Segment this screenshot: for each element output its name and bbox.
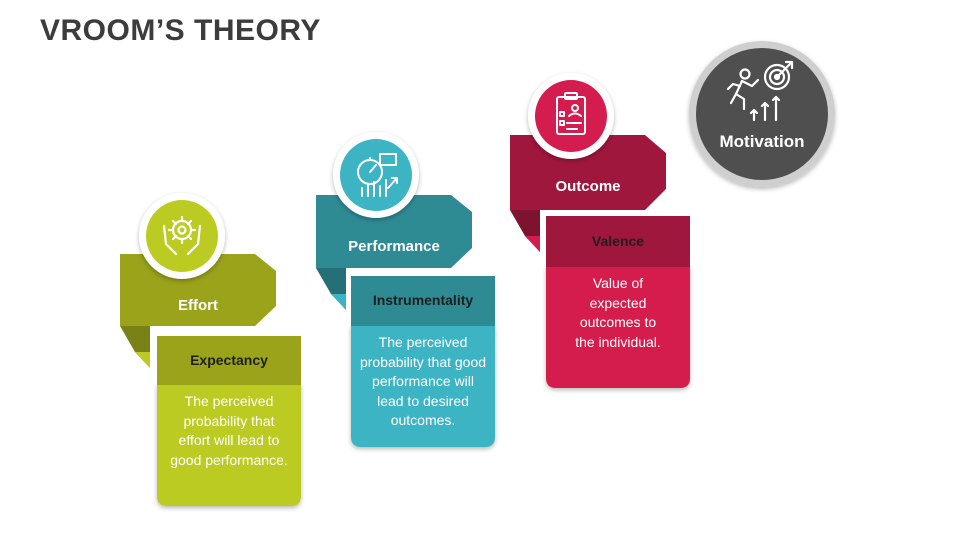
runner-target-icon bbox=[726, 60, 794, 122]
page-title: VROOM’S THEORY bbox=[40, 14, 321, 47]
outcome-box bbox=[546, 266, 690, 388]
instrumentality-label: Instrumentality bbox=[372, 292, 474, 308]
effort-circle bbox=[146, 200, 218, 272]
effort-sub-band bbox=[157, 336, 301, 385]
expectancy-label: Expectancy bbox=[190, 352, 268, 368]
outcome-arrow bbox=[510, 135, 666, 210]
gear-hands-icon bbox=[162, 215, 202, 256]
performance-label: Performance bbox=[348, 238, 440, 255]
effort-label: Effort bbox=[178, 297, 218, 314]
step-performance bbox=[316, 132, 495, 447]
motivation-label: Motivation bbox=[719, 132, 805, 151]
motivation-node bbox=[689, 41, 835, 187]
gauge-chart-icon bbox=[357, 153, 398, 197]
performance-sub-band bbox=[351, 276, 495, 326]
instrumentality-description: The perceived probability that good perf… bbox=[359, 334, 487, 428]
effort-box bbox=[157, 384, 301, 506]
performance-tab bbox=[331, 294, 346, 310]
motivation-circle bbox=[696, 48, 828, 180]
clipboard-checklist-icon bbox=[556, 92, 586, 135]
expectancy-description: The perceived probability that effort wi… bbox=[170, 393, 288, 468]
outcome-circle bbox=[535, 80, 607, 152]
outcome-label: Outcome bbox=[555, 178, 621, 195]
valence-description: Value of expected outcomes to the indivi… bbox=[575, 275, 661, 350]
outcome-tab bbox=[525, 236, 540, 252]
performance-circle bbox=[340, 139, 412, 211]
valence-label: Valence bbox=[591, 233, 645, 249]
performance-box bbox=[351, 325, 495, 447]
step-outcome bbox=[510, 73, 690, 388]
step-effort bbox=[120, 193, 301, 506]
performance-arrow bbox=[316, 195, 472, 268]
outcome-sub-band bbox=[546, 216, 690, 267]
effort-tab bbox=[135, 352, 150, 368]
